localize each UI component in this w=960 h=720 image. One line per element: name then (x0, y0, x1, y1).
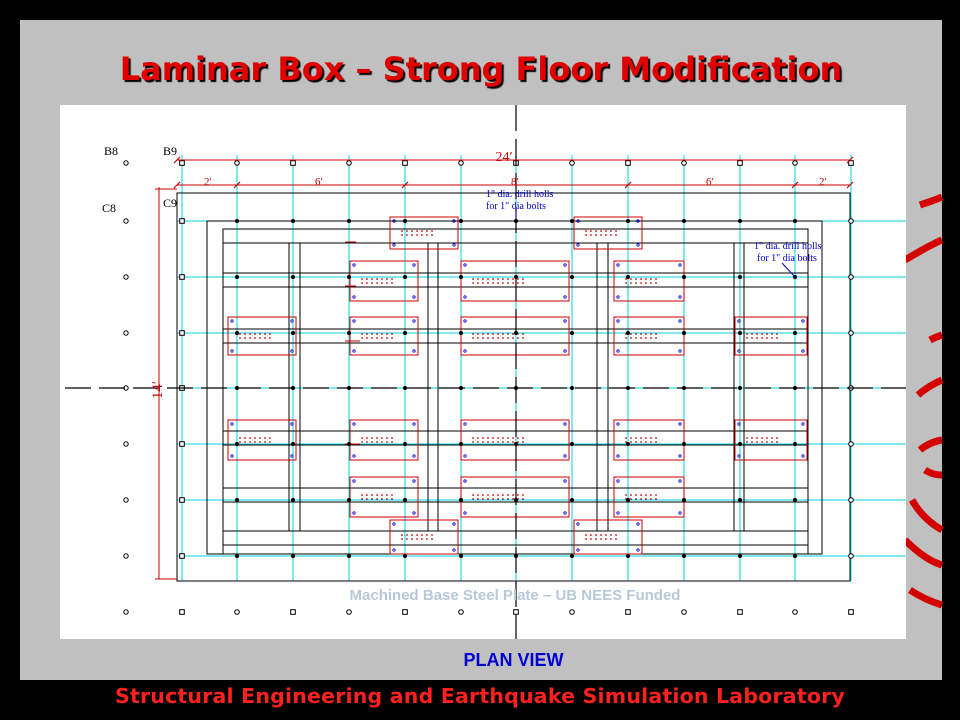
segment-dimension-1: 2′ (204, 176, 212, 188)
drill-note-1-line2: for 1" dia bolts (486, 201, 546, 212)
plan-view-caption: PLAN VIEW (463, 650, 564, 670)
plate-label: Machined Base Steel Plate – UB NEES Fund… (350, 587, 681, 604)
overall-width-dimension: 24′ (495, 150, 512, 165)
grid-label-c8: C8 (102, 201, 116, 215)
grid-label-c9: C9 (163, 196, 177, 210)
drill-note-1-line1: 1" dia. drill holls (486, 189, 554, 200)
segment-dimension-5: 2′ (819, 176, 827, 188)
grid-label-b9: B9 (163, 144, 177, 158)
segment-dimension-3: 8′ (511, 176, 519, 188)
plan-view-drawing: B8 B9 C8 C9 24′ 2′ 6′ 8′ 6′ 2′ 14′ 1" di… (65, 105, 906, 639)
drill-note-2-line2: for 1" dia bolts (757, 253, 817, 264)
cad-drawing: B8 B9 C8 C9 24′ 2′ 6′ 8′ 6′ 2′ 14′ 1" di… (60, 105, 906, 639)
note-2-leader (781, 262, 796, 278)
segment-dimension-2: 6′ (315, 176, 323, 188)
lab-footer: Structural Engineering and Earthquake Si… (115, 684, 845, 708)
segment-dimension-4: 6′ (706, 176, 714, 188)
drill-note-2-line1: 1" dia. drill holls (754, 241, 822, 252)
page-title: Laminar Box – Strong Floor Modification (119, 50, 843, 88)
grid-label-b8: B8 (104, 144, 118, 158)
overall-height-dimension: 14′ (150, 381, 166, 399)
